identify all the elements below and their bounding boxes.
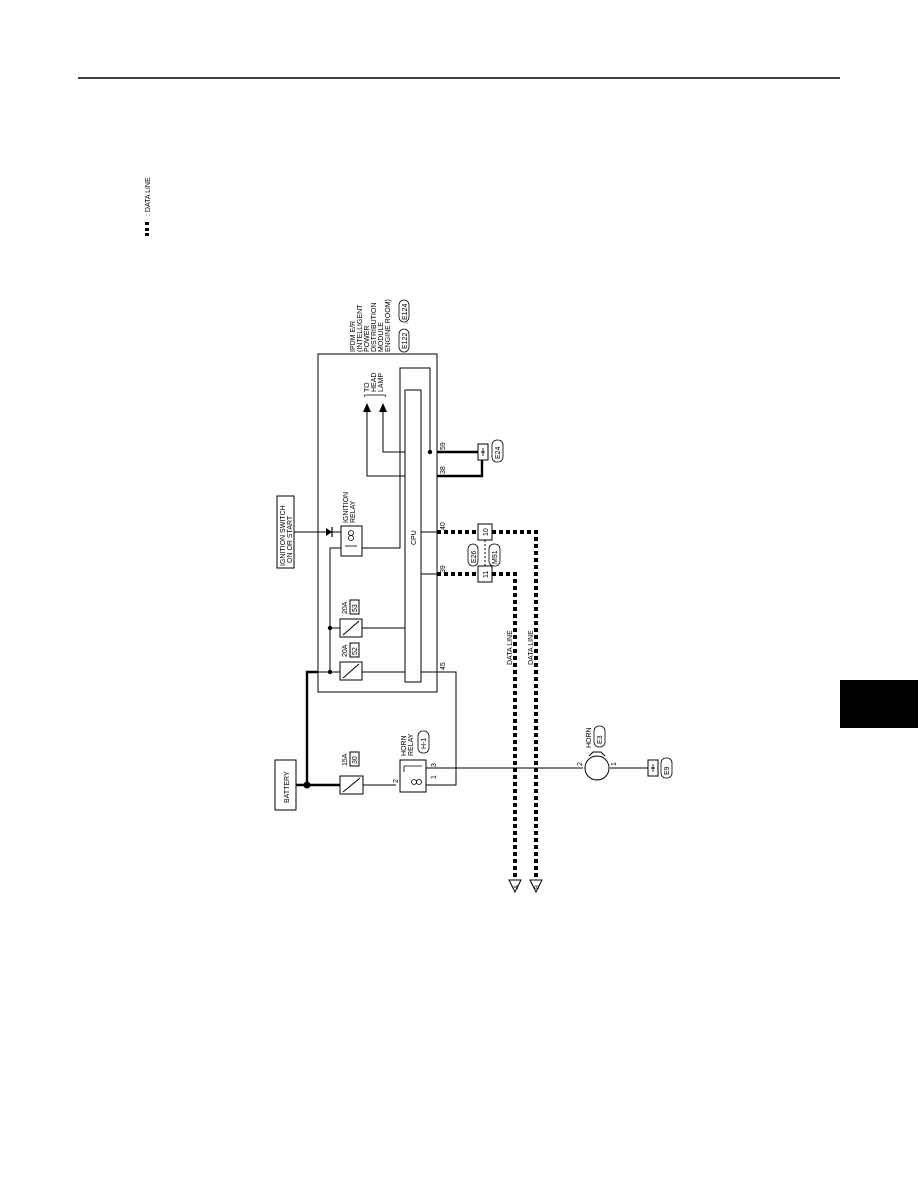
ipdm-pin-39: 39 — [440, 565, 447, 573]
legend-data-line-swatch — [145, 222, 149, 236]
ignition-switch-line1: IGNITION SWITCH — [280, 505, 287, 566]
horn-relay-pin3: 3 — [431, 763, 438, 767]
horn-connector: E3 — [597, 735, 604, 744]
ipdm-title-line2: (INTELLIGENT — [357, 304, 364, 352]
ipdm-pin-40: 40 — [440, 522, 447, 530]
cpu: CPU — [404, 389, 422, 683]
section-tab — [840, 680, 918, 728]
ipdm-pin-59: 59 — [440, 442, 447, 450]
horn-relay-line1: HORN — [401, 735, 408, 756]
headlamp-arrow-icon — [363, 403, 371, 412]
fuse-52-number: 52 — [352, 647, 359, 655]
ipdm-connector-separator: , — [402, 322, 409, 324]
fuse-30: 15A 30 — [339, 751, 364, 795]
ignition-relay-line1: IGNITION — [343, 492, 350, 523]
ipdm-pin-38: 38 — [440, 466, 447, 474]
ipdm-title-line4: DISTRIBUTION — [371, 303, 378, 352]
battery-junction-dot — [303, 781, 311, 789]
fuse-53-number: 53 — [352, 604, 359, 612]
ground-e24-connector: E24 — [495, 446, 502, 459]
data-connector: 10 11 E26 M91 — [467, 523, 501, 583]
data-connector-pin11: 11 — [483, 571, 490, 578]
terminal-b-arrow-icon — [529, 879, 543, 894]
headlamp-line3: LAMP — [378, 373, 385, 392]
horn-pin2: 2 — [577, 762, 584, 766]
cpu-label: CPU — [411, 530, 418, 545]
ipdm-title-line1: IPDM E/R — [350, 321, 357, 352]
fuse-30-amp: 15A — [342, 753, 349, 766]
diode-icon — [326, 527, 333, 537]
data-line-a — [492, 572, 517, 880]
legend: : DATA LINE — [145, 177, 152, 236]
ipdm-title-line6: ENGINE ROOM) — [385, 299, 392, 352]
ground-e24-wire-38 — [437, 458, 484, 478]
ignition-switch-line2: ON OR START — [287, 515, 294, 563]
data-line-label-a: DATA LINE — [507, 630, 514, 665]
data-connector-e26: E26 — [471, 550, 478, 563]
terminal-a-arrow-icon — [508, 879, 522, 894]
horn-relay-connector: H-1 — [421, 738, 428, 749]
headlamp-arrows: TO HEAD LAMP — [363, 373, 387, 412]
horn-label: HORN — [586, 727, 593, 748]
horn: HORN E3 2 1 — [577, 725, 618, 781]
data-line-b — [492, 530, 538, 880]
fuse-53-amp: 20A — [342, 601, 349, 614]
horn-relay-pin2: 2 — [393, 779, 400, 783]
ipdm-pin-45: 45 — [440, 662, 447, 670]
ignition-relay: IGNITION RELAY — [340, 492, 363, 557]
horn-icon — [584, 755, 610, 781]
fuse-53: 20A 53 — [339, 599, 363, 638]
ipdm-title-line3: POWER — [364, 326, 371, 352]
data-connector-pin10: 10 — [483, 528, 490, 536]
ipdm-enclosure — [317, 353, 438, 693]
headlamp-wire-38 — [366, 410, 421, 477]
ground-e9-connector: E9 — [664, 766, 671, 775]
ground-e24: E24 — [477, 439, 504, 463]
battery-label: BATTERY — [284, 771, 291, 803]
ipdm-connector-e124: E124 — [402, 304, 409, 320]
headlamp-line1: TO — [364, 382, 371, 392]
terminal-a-label: A — [514, 885, 520, 889]
horn-relay-line2: RELAY — [408, 733, 415, 756]
data-line-label-b: DATA LINE — [528, 630, 535, 665]
horn-pin1: 1 — [611, 762, 618, 766]
data-connector-m91: M91 — [492, 550, 499, 564]
ground-e9: E9 — [647, 757, 673, 779]
terminal-b-label: B — [535, 885, 541, 889]
terminal-a: A — [508, 879, 522, 894]
ipdm-title: IPDM E/R (INTELLIGENT POWER DISTRIBUTION… — [350, 299, 410, 353]
battery: BATTERY — [274, 759, 297, 811]
legend-data-line-label: : DATA LINE — [145, 177, 152, 216]
fuse-52: 20A 52 — [339, 642, 363, 681]
horn-relay: HORN RELAY H-1 2 3 1 — [393, 730, 438, 793]
horn-relay-control-wire — [421, 671, 457, 786]
ipdm-connector-e122: E122 — [402, 333, 409, 349]
ipdm-bus-wire — [318, 627, 340, 673]
ignition-switch: IGNITION SWITCH ON OR START — [276, 495, 295, 569]
ignition-relay-to-cpu-wire — [362, 367, 431, 549]
fuse-30-number: 30 — [352, 756, 359, 764]
ipdm-title-line5: MODULE — [378, 322, 385, 352]
ignition-relay-line2: RELAY — [350, 500, 357, 523]
horn-relay-pin1: 1 — [431, 775, 438, 779]
fuse-52-amp: 20A — [342, 644, 349, 657]
terminal-b: B — [529, 879, 543, 894]
headlamp-line2: HEAD — [371, 373, 378, 392]
ignition-relay-coil-wire — [329, 547, 341, 628]
battery-feed-wire — [305, 670, 318, 785]
